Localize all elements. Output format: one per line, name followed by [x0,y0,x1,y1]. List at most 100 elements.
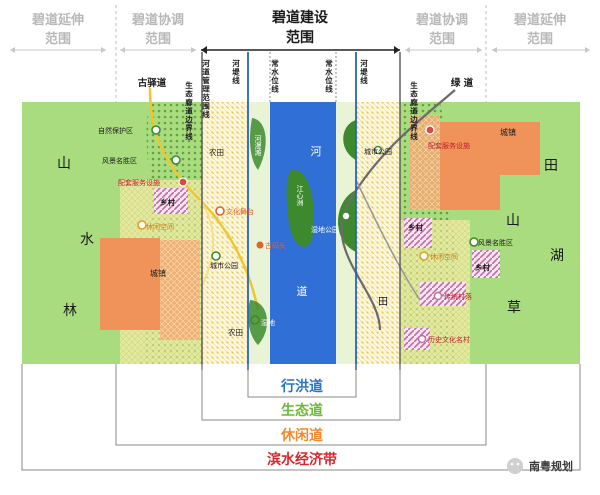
vlabel-normal-water-right: 常水位线 [325,58,333,94]
label-greenway: 绿 道 [451,77,474,89]
vlabel-river-mgmt-left: 河道管理范围线 [202,58,210,119]
header-center-line1: 碧道建设 [271,9,329,26]
vlabel-eco-corridor-left: 生态廊道边界线 [184,80,193,141]
vlabel-eco-corridor-right: 生态廊道边界线 [409,80,418,141]
label-wetland-park: 湿地公园 [311,225,339,234]
greenway-branch [355,179,421,301]
label-cultural: 文化舞台 [226,207,254,216]
marker-service-right [425,125,435,135]
right-beach-blob [343,120,356,160]
header-outer-left-line2: 范围 [45,31,71,47]
header-coord-right-line2: 范围 [429,31,455,47]
label-river-he: 河 [311,145,322,158]
vlabel-normal-water-left: 常水位线 [271,58,279,94]
marker-leisure-left [137,220,147,230]
beach-left [248,102,270,364]
historic-village-hatch [404,328,430,350]
label-town-right: 城镇 [500,127,516,137]
town-left-edge [160,240,200,340]
label-right-tian: 田 [544,158,558,174]
label-city-park-left: 城市公园 [210,261,238,270]
marker-scenic-right [469,237,479,247]
label-village-right-1: 乡村 [408,222,423,232]
town-left-block [100,238,160,330]
label-island: 江心洲 [296,185,304,206]
label-field-left-top: 农田 [209,147,224,157]
marker-cultural [215,206,225,216]
label-scenic-right: 风景名胜区 [478,238,513,247]
band-flood: 行洪道 [280,378,323,395]
label-left-lin: 林 [63,303,77,319]
header-span-arrows [10,46,590,54]
label-right-cao: 草 [507,300,521,316]
label-village-left: 乡村 [160,197,175,207]
river-group [270,102,356,364]
label-field-right: 田 [378,297,388,308]
marker-nature-reserve [151,125,161,135]
marker-city-park-left [211,251,221,261]
label-town-left: 城镇 [150,268,166,278]
marker-city-park-right [373,145,383,155]
boundary-lines [201,52,401,370]
label-ancient-road: 古驿道 [138,77,167,89]
band-economy: 滨水经济带 [267,451,337,468]
label-river-dao: 道 [297,284,308,298]
label-left-shui: 水 [80,232,94,248]
marker-historic-village [417,334,427,344]
beach-blob-left [250,118,266,170]
label-wetland-left: 湿地 [261,318,275,327]
label-historic-village: 历史文化名村 [428,335,470,344]
label-village-right-2: 乡村 [475,262,490,272]
greenway-path [340,89,456,331]
traditional-village-hatch [420,282,466,306]
bracket-leisure [115,364,487,446]
label-leisure-left: 休闲空间 [146,222,174,231]
header-outer-right-line2: 范围 [527,31,553,47]
header-outer-left-line1: 碧道延伸 [31,12,84,28]
watermark-text: 南粤规划 [529,459,573,473]
label-leisure-right: 休闲空间 [430,252,458,261]
label-nature-reserve: 自然保护区 [98,126,133,135]
wechat-icon [507,458,523,474]
bands: 行洪道 生态道 休闲道 滨水经济带 [21,364,581,471]
band-leisure: 休闲道 [280,427,323,444]
bracket-economy [21,364,581,471]
label-scenic-left: 风景名胜区 [102,156,137,165]
zone-left-inner-dots [202,102,248,364]
label-field-left-bottom: 农田 [228,327,243,337]
village-right-hatch-2 [472,250,500,278]
left-details [100,87,268,364]
header-coord-right-line1: 碧道协调 [415,12,468,28]
marker-ancient-dock [256,241,264,249]
header-coord-left-line1: 碧道协调 [131,12,184,28]
village-right-hatch-1 [404,218,432,248]
right-details [340,89,540,364]
bracket-eco [201,364,401,421]
vlabel-levee-left: 河堤线 [232,58,240,85]
text-labels: 山 水 林 田 山 湖 草 古驿道 绿 道 自然保护区 风景名胜区 配套服务设施… [57,77,564,344]
town-right-block [440,122,540,210]
town-right-edge [410,115,440,210]
label-traditional-village: 传统村落 [444,292,472,301]
bracket-flood [247,364,357,398]
label-city-park-right: 城市公园 [364,147,392,156]
island-shape [286,169,314,247]
band-eco: 生态道 [281,402,323,419]
label-service-right: 配套服务设施 [428,141,470,150]
header: 碧道延伸 范围 碧道协调 范围 碧道建设 范围 碧道协调 范围 碧道延伸 范围 [10,5,590,370]
ancient-road-branch [199,199,215,291]
marker-leisure-right [419,251,429,261]
label-right-hu: 湖 [550,248,564,264]
label-beach: 河漫滩 [254,135,262,157]
zone-right-inner-dots [356,102,400,364]
marker-service-left [178,177,188,187]
label-right-shan: 山 [506,213,520,229]
label-left-shan: 山 [57,156,71,172]
label-service-left: 配套服务设施 [118,178,160,187]
header-coord-left-line2: 范围 [145,31,171,47]
marker-wetland-park [341,211,351,221]
header-center-line2: 范围 [286,29,314,46]
